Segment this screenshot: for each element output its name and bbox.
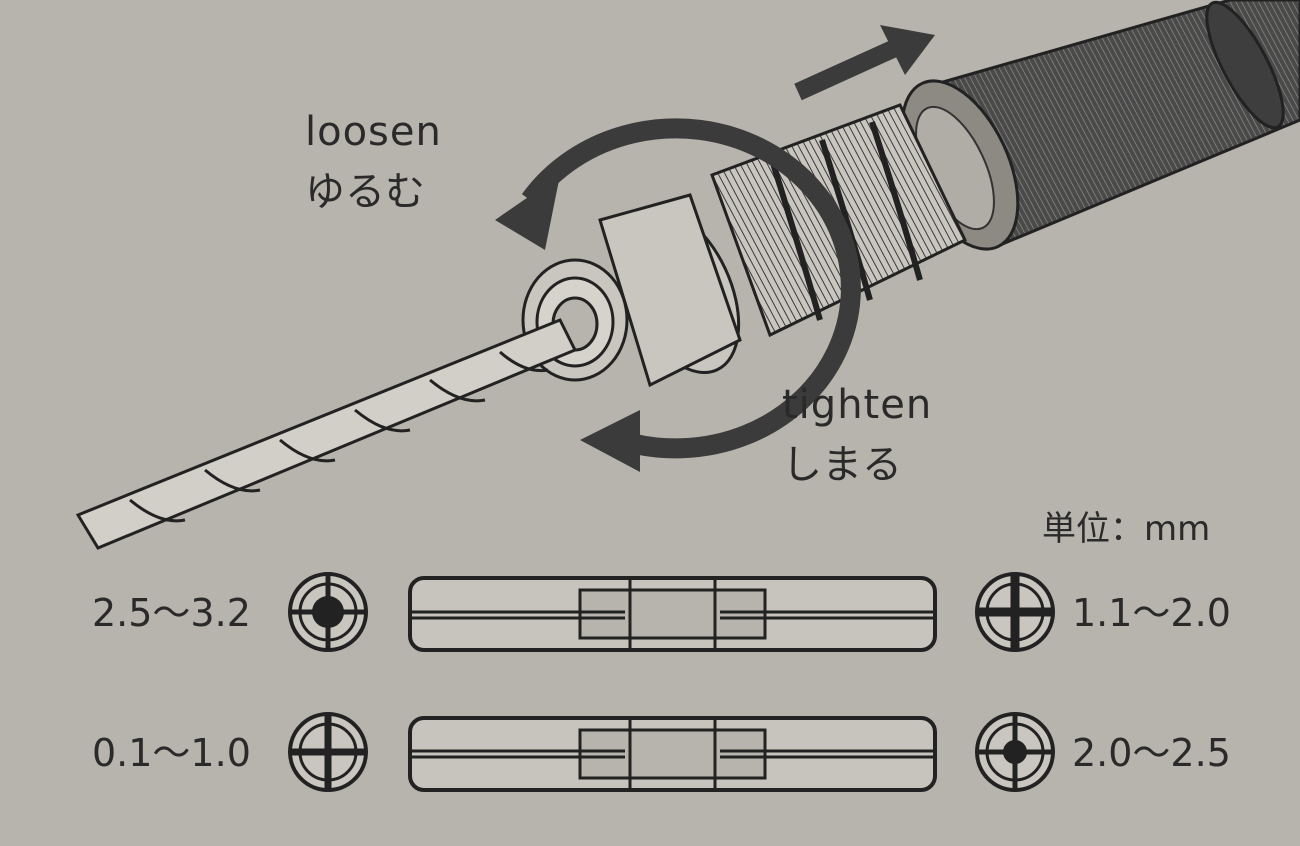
collet-end-icon: [975, 572, 1055, 652]
rotation-arrow: [495, 118, 861, 472]
tighten-label: tighten: [782, 382, 933, 428]
loosen-jp-label: ゆるむ: [305, 169, 425, 215]
collet-range-label: 2.5～3.2: [92, 591, 251, 635]
push-arrow: [794, 25, 935, 101]
collet-range-label: 0.1～1.0: [92, 731, 251, 775]
tighten-jp-label: しまる: [782, 442, 902, 488]
collet-end-icon: [288, 572, 368, 652]
tighten-arrowhead: [580, 410, 640, 472]
unit-label: 単位：mm: [1042, 509, 1211, 549]
collet-end-icon: [288, 712, 368, 792]
collet-bottom: [408, 716, 937, 792]
chuck-nose: [521, 193, 742, 388]
collet-top: [408, 576, 937, 652]
loosen-arrowhead: [495, 175, 560, 250]
collet-range-label: 2.0～2.5: [1072, 731, 1231, 775]
collet-end-icon: [975, 712, 1055, 792]
loosen-label: loosen: [305, 109, 442, 155]
collet-range-label: 1.1～2.0: [1072, 591, 1231, 635]
drill-bit: [75, 318, 578, 550]
